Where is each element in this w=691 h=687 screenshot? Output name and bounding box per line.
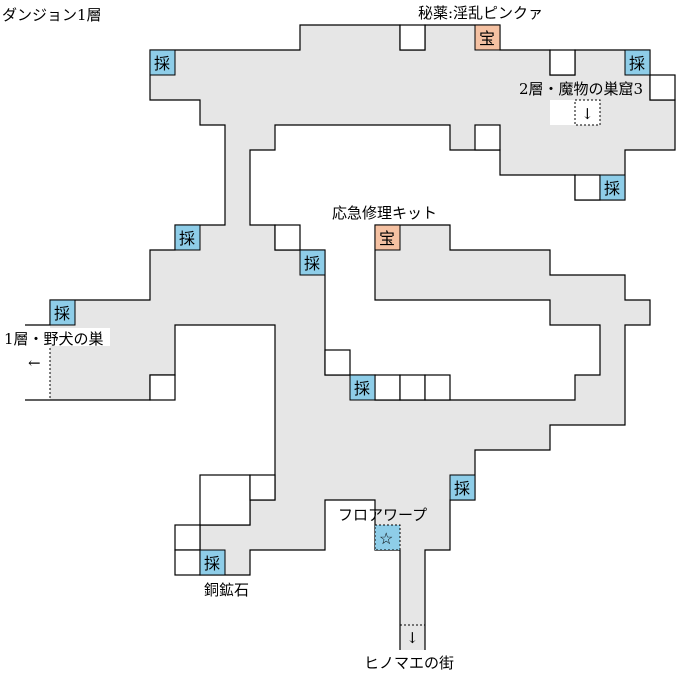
stairs-down-2f[interactable]: ↓ [574,99,601,126]
svg-text:採: 採 [204,554,220,573]
stairs-area [550,100,575,125]
gather-point[interactable]: 採 [149,49,176,76]
label-floor-warp: フロアワープ [338,506,427,524]
svg-text:採: 採 [154,54,170,73]
down-arrow-icon: ↓ [581,105,594,123]
svg-text:採: 採 [354,379,370,398]
treasure-chest-top[interactable]: 宝 [474,24,501,51]
map-title: ダンジョン1層 [2,6,102,24]
svg-text:採: 採 [179,229,195,248]
label-exit-left: 1層・野犬の巣 [4,330,104,348]
star-icon: ☆ [379,529,393,548]
gather-points: 採 採 採 採 採 採 採 採 採 [49,49,651,576]
label-stairs-down: 2層・魔物の巣窟3 [519,80,643,98]
down-arrow-icon[interactable]: ↓ [406,629,419,647]
label-treasure-top: 秘薬:淫乱ピンクァ [418,4,543,22]
svg-text:採: 採 [604,179,620,198]
blocked-cells [149,24,676,576]
gather-point[interactable]: 採 [299,249,326,276]
svg-text:採: 採 [54,304,70,323]
left-arrow-icon[interactable]: ← [28,354,41,372]
svg-text:宝: 宝 [379,229,395,248]
svg-text:採: 採 [629,54,645,73]
gather-point[interactable]: 採 [199,549,226,576]
gather-point[interactable]: 採 [349,374,376,401]
gather-point[interactable]: 採 [49,299,76,326]
label-treasure-mid: 応急修理キット [332,204,437,222]
gather-point[interactable]: 採 [599,174,626,201]
label-bg [2,328,110,346]
gather-point[interactable]: 採 [624,49,651,76]
label-copper-ore: 銅鉱石 [204,581,249,599]
floor-warp-point[interactable]: ☆ [374,524,401,551]
gather-point[interactable]: 採 [449,474,476,501]
gather-point[interactable]: 採 [174,224,201,251]
treasure-chest-mid[interactable]: 宝 [374,224,401,251]
svg-text:採: 採 [454,479,470,498]
svg-text:採: 採 [304,254,320,273]
label-exit-bottom: ヒノマエの街 [364,654,454,672]
svg-text:宝: 宝 [479,29,495,48]
